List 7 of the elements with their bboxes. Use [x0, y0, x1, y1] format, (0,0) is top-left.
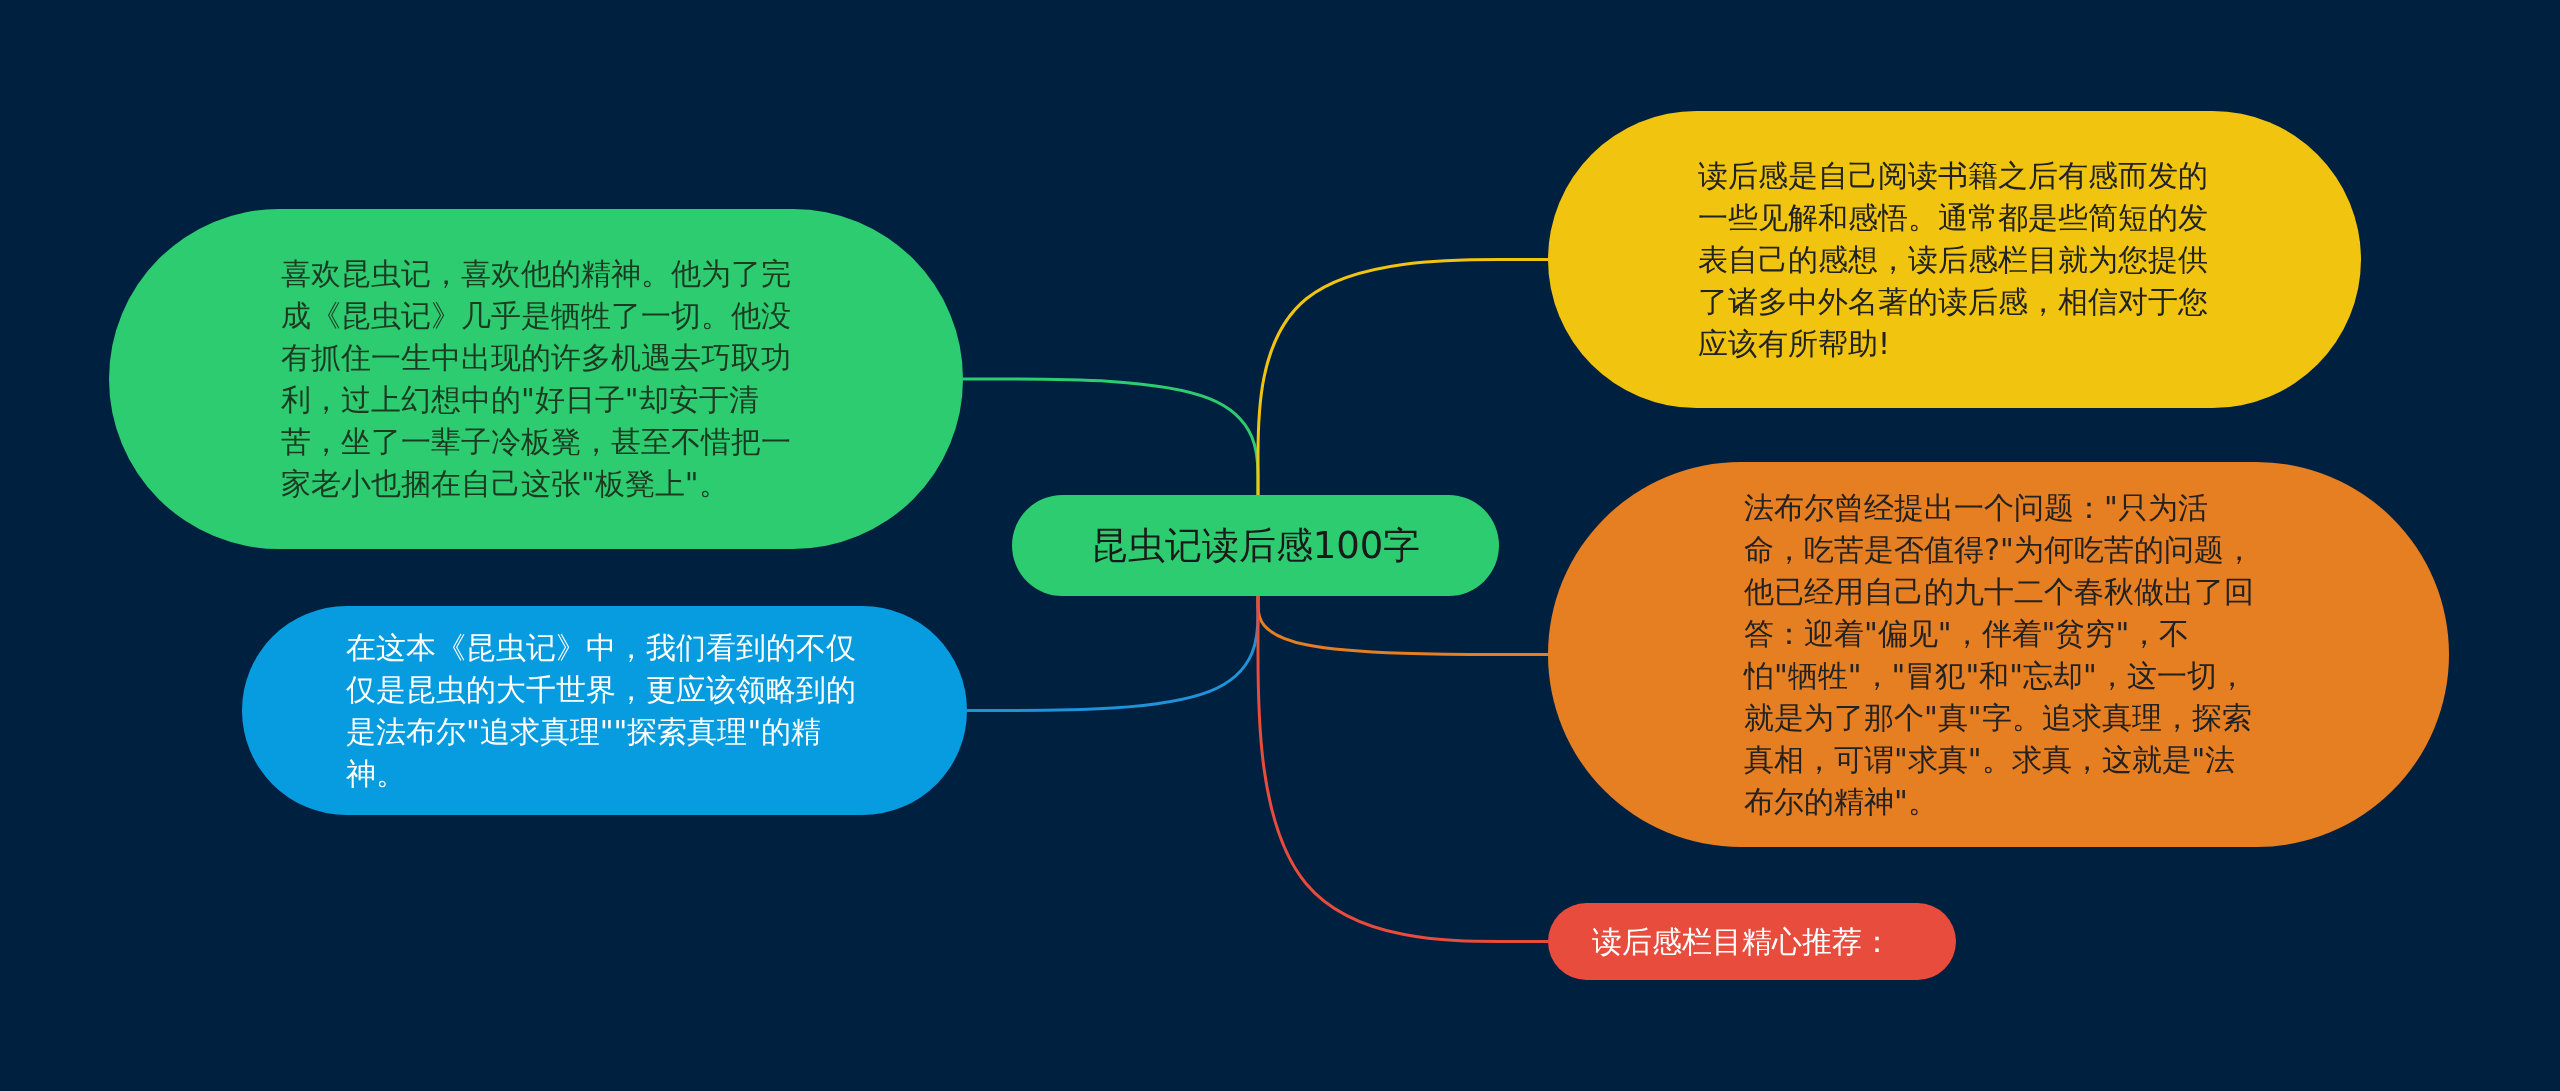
- node-text: 读后感栏目精心推荐：: [1592, 922, 1893, 961]
- node-text: 法布尔曾经提出一个问题："只为活命，吃苦是否值得?"为何吃苦的问题，他已经用自己的九十二个春秋做出了回答：迎着"偏见"，伴着"贫穷"，不怕"牺牲"，"冒犯"和"忘却"，这一切，就是为了那个"真"字。追求真理，探索真相，可谓"求真"。求真，这就是"法布尔的精神"。: [1744, 488, 2255, 821]
- node-text: 在这本《昆虫记》中，我们看到的不仅仅是昆虫的大千世界，更应该领略到的是法布尔"追求真理""探索真理"的精神。: [346, 628, 857, 793]
- node-text: 昆虫记读后感100字: [1090, 524, 1421, 567]
- node-text: 喜欢昆虫记，喜欢他的精神。他为了完成《昆虫记》几乎是牺牲了一切。他没有抓住一生中出现的许多机遇去巧取功利，过上幻想中的"好日子"却安于清苦，坐了一辈子冷板凳，甚至不惜把一家老小也捆在自己这张"板凳上"。: [281, 255, 792, 503]
- node-text: 读后感是自己阅读书籍之后有感而发的一些见解和感悟。通常都是些简短的发表自己的感想，读后感栏目就为您提供了诸多中外名著的读后感，相信对于您应该有所帮助!: [1698, 156, 2209, 363]
- connector-line: [1256, 258, 1548, 495]
